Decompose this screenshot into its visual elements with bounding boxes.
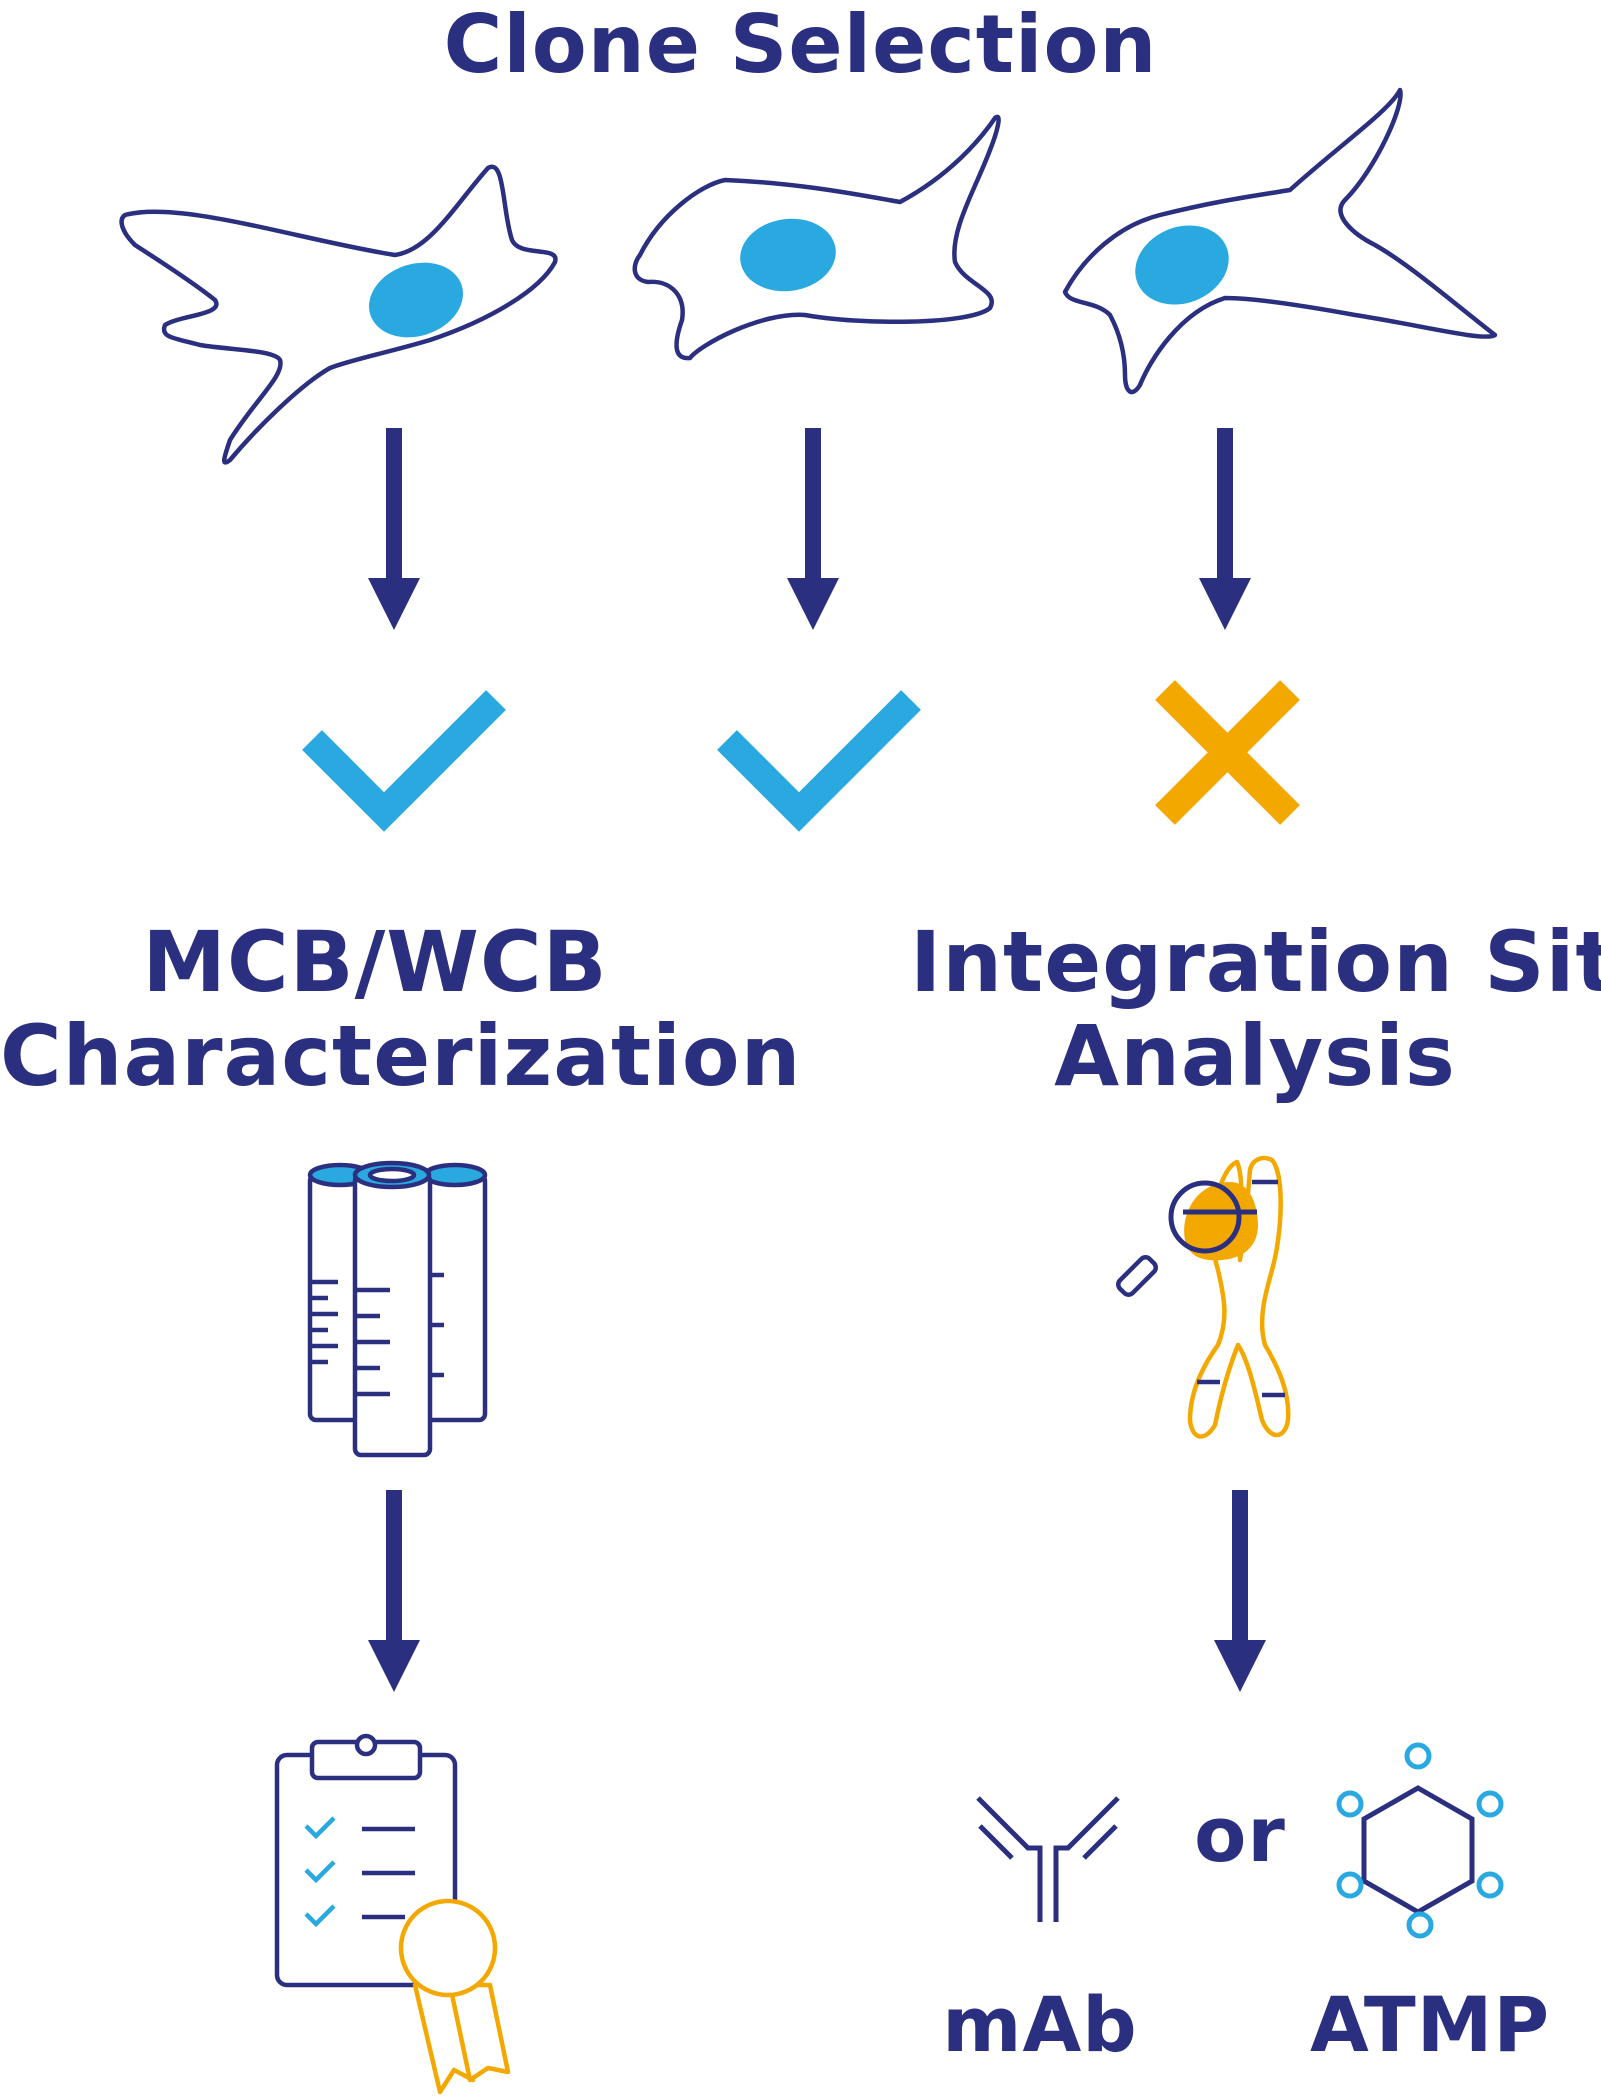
or-label: or bbox=[1194, 1790, 1286, 1879]
page-title: Clone Selection bbox=[443, 0, 1158, 91]
cross-icon bbox=[1155, 680, 1300, 825]
integration-site-heading: Integration Site Analysis bbox=[910, 913, 1601, 1106]
checkmark-icon bbox=[717, 690, 921, 832]
cell-icon bbox=[1062, 87, 1498, 395]
antibody-icon bbox=[976, 1796, 1120, 1922]
isa-heading-line1: Integration Site bbox=[910, 913, 1601, 1011]
cell-icon bbox=[119, 164, 558, 465]
isa-heading-line2: Analysis bbox=[1054, 1007, 1456, 1106]
cell-icon bbox=[632, 114, 1001, 361]
mab-label: mAb bbox=[942, 1980, 1138, 2069]
arrow-down-icon bbox=[368, 428, 420, 630]
arrow-down-icon bbox=[1199, 428, 1251, 630]
hexagon-molecule-icon bbox=[1336, 1742, 1504, 1939]
mcb-heading-line2: Characterization bbox=[0, 1007, 802, 1106]
atmp-label: ATMP bbox=[1309, 1980, 1551, 2069]
chromosome-magnifier-icon bbox=[1116, 1155, 1291, 1439]
certified-clipboard-icon bbox=[274, 1733, 511, 2095]
mcb-wcb-heading: MCB/WCB Characterization bbox=[0, 913, 802, 1106]
arrow-down-icon bbox=[787, 428, 839, 630]
mcb-heading-line1: MCB/WCB bbox=[142, 913, 608, 1011]
checkmark-icon bbox=[302, 690, 506, 832]
culture-tubes-icon bbox=[307, 1160, 488, 1458]
arrow-down-icon bbox=[368, 1490, 420, 1692]
arrow-down-icon bbox=[1214, 1490, 1266, 1692]
